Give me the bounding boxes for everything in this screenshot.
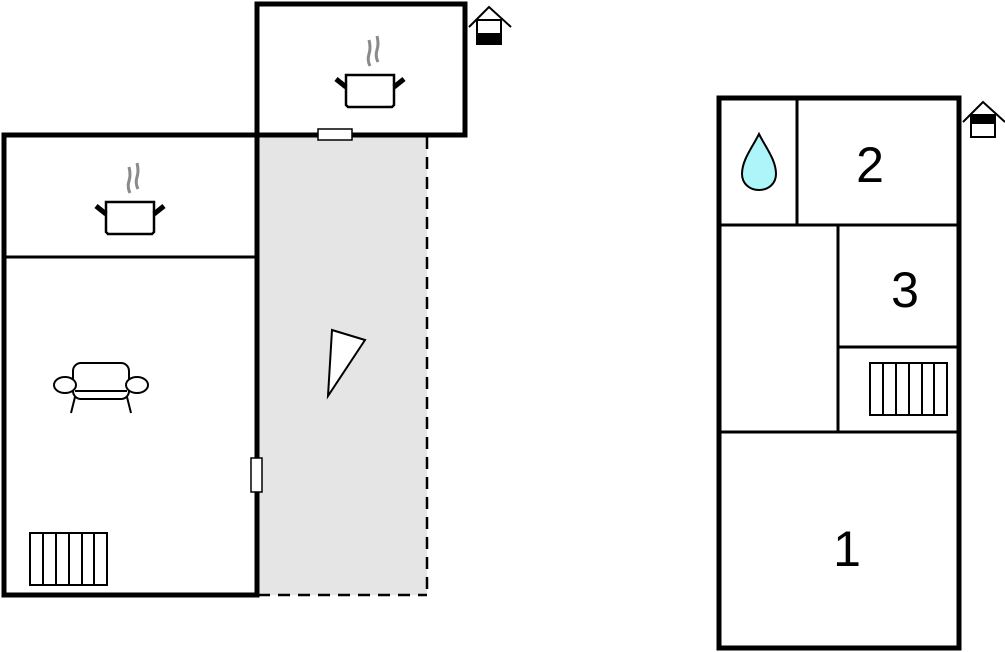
room-label-1: 1 [833, 521, 861, 577]
left-building [1, 1, 512, 598]
terrace-triangle-icon [326, 328, 367, 400]
water-drop-icon [740, 131, 778, 192]
main-room-walls [1, 132, 260, 598]
right-building: 2 3 1 [716, 95, 1005, 651]
house-entrance-icon [468, 5, 512, 45]
window [317, 128, 353, 141]
radiator-icon [29, 532, 108, 586]
door [250, 457, 263, 493]
radiator-icon [869, 362, 948, 416]
kitchen-pot-icon [96, 163, 164, 234]
sofa-icon [53, 362, 149, 414]
room-label-2: 2 [856, 137, 884, 193]
room-label-3: 3 [891, 262, 919, 318]
upper-kitchen-walls [254, 1, 468, 138]
house-entrance-icon [962, 100, 1005, 138]
